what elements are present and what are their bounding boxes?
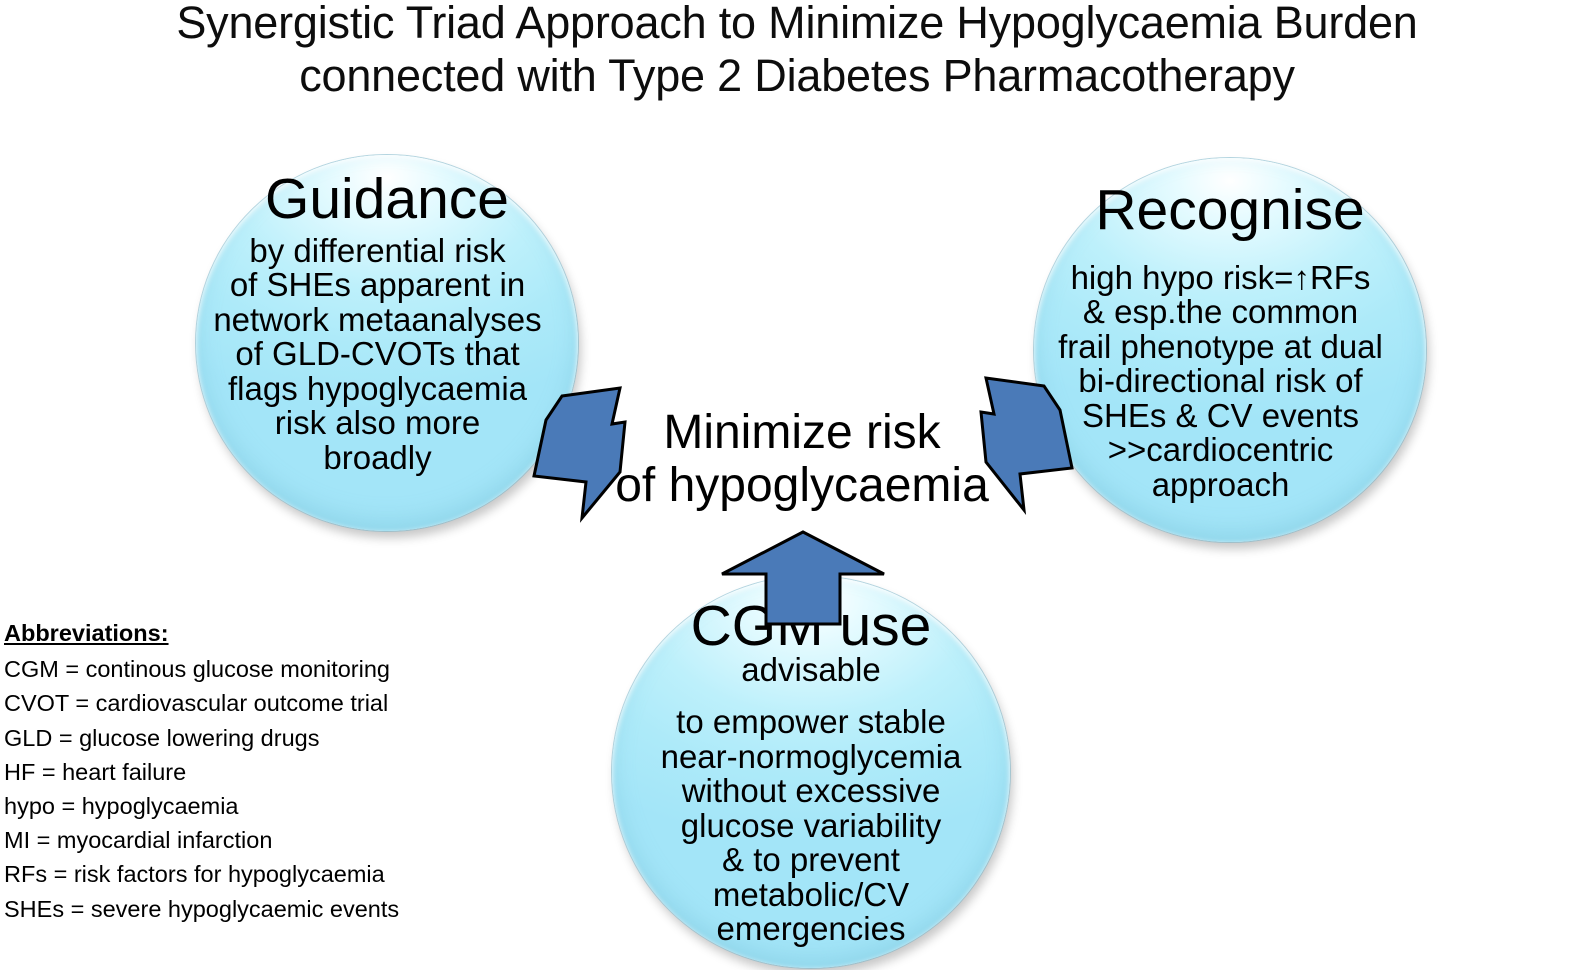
abbreviations-heading: Abbreviations: xyxy=(4,620,169,646)
bubble-guidance-body: by differential risk of SHEs apparent in… xyxy=(213,232,542,476)
abbreviation-item: SHEs = severe hypoglycaemic events xyxy=(4,895,400,922)
arrow-from-cgm-to-center xyxy=(721,530,885,626)
abbreviation-item: MI = myocardial infarction xyxy=(4,827,273,854)
abbreviation-item: CVOT = cardiovascular outcome trial xyxy=(4,690,389,717)
arrow-from-recognise-to-center xyxy=(979,376,1074,516)
abbreviation-item: hypo = hypoglycaemia xyxy=(4,792,239,819)
abbreviation-item: GLD = glucose lowering drugs xyxy=(4,724,320,751)
page-title: Synergistic Triad Approach to Minimize H… xyxy=(176,0,1418,102)
abbreviation-item: RFs = risk factors for hypoglycaemia xyxy=(4,861,385,888)
bubble-cgm-body: to empower stable near-normoglycemia wit… xyxy=(660,703,962,948)
abbreviation-item: HF = heart failure xyxy=(4,758,187,785)
bubble-cgm-subheading: advisable xyxy=(741,651,881,688)
center-label: Minimize risk of hypoglycaemia xyxy=(615,406,989,512)
abbreviation-item: CGM = continous glucose monitoring xyxy=(4,656,390,683)
arrow-from-guidance-to-center xyxy=(532,386,627,523)
abbreviations-block: Abbreviations: CGM = continous glucose m… xyxy=(4,616,484,926)
bubble-recognise[interactable]: Recognise high hypo risk=↑RFs & esp.the … xyxy=(1034,158,1426,542)
bubble-recognise-heading: Recognise xyxy=(1095,178,1365,242)
bubble-guidance-heading: Guidance xyxy=(264,167,509,231)
bubble-recognise-body: high hypo risk=↑RFs & esp.the common fra… xyxy=(1058,259,1383,503)
bubble-cgm[interactable]: CGM use advisable to empower stable near… xyxy=(612,576,1010,968)
bubble-guidance[interactable]: Guidance by differential risk of SHEs ap… xyxy=(196,155,578,531)
